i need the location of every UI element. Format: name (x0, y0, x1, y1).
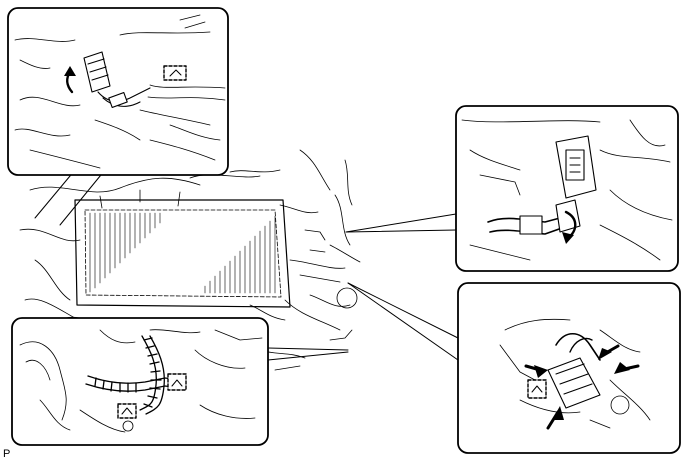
connector (83, 51, 151, 108)
connector (547, 332, 601, 409)
figure-code-label: P (3, 448, 11, 460)
callout-bottom-right (457, 282, 681, 454)
panel-hatch-left (89, 212, 161, 293)
center-panel (74, 199, 291, 308)
panel-hatch-right (204, 215, 276, 294)
release-arrow-icon (64, 66, 76, 94)
clamp-icon (167, 373, 187, 391)
push-arrow-icon (524, 344, 640, 430)
clamp-icon (527, 379, 547, 399)
wire-harness (85, 335, 181, 415)
callout-top-left (7, 7, 229, 176)
callout-bottom-left (11, 317, 269, 446)
clamp-icon (117, 403, 137, 419)
connector (487, 135, 597, 235)
release-arrow-icon (562, 210, 577, 244)
leader-lines (34, 169, 459, 361)
clamp-icon (163, 65, 187, 81)
callout-right (455, 105, 679, 272)
